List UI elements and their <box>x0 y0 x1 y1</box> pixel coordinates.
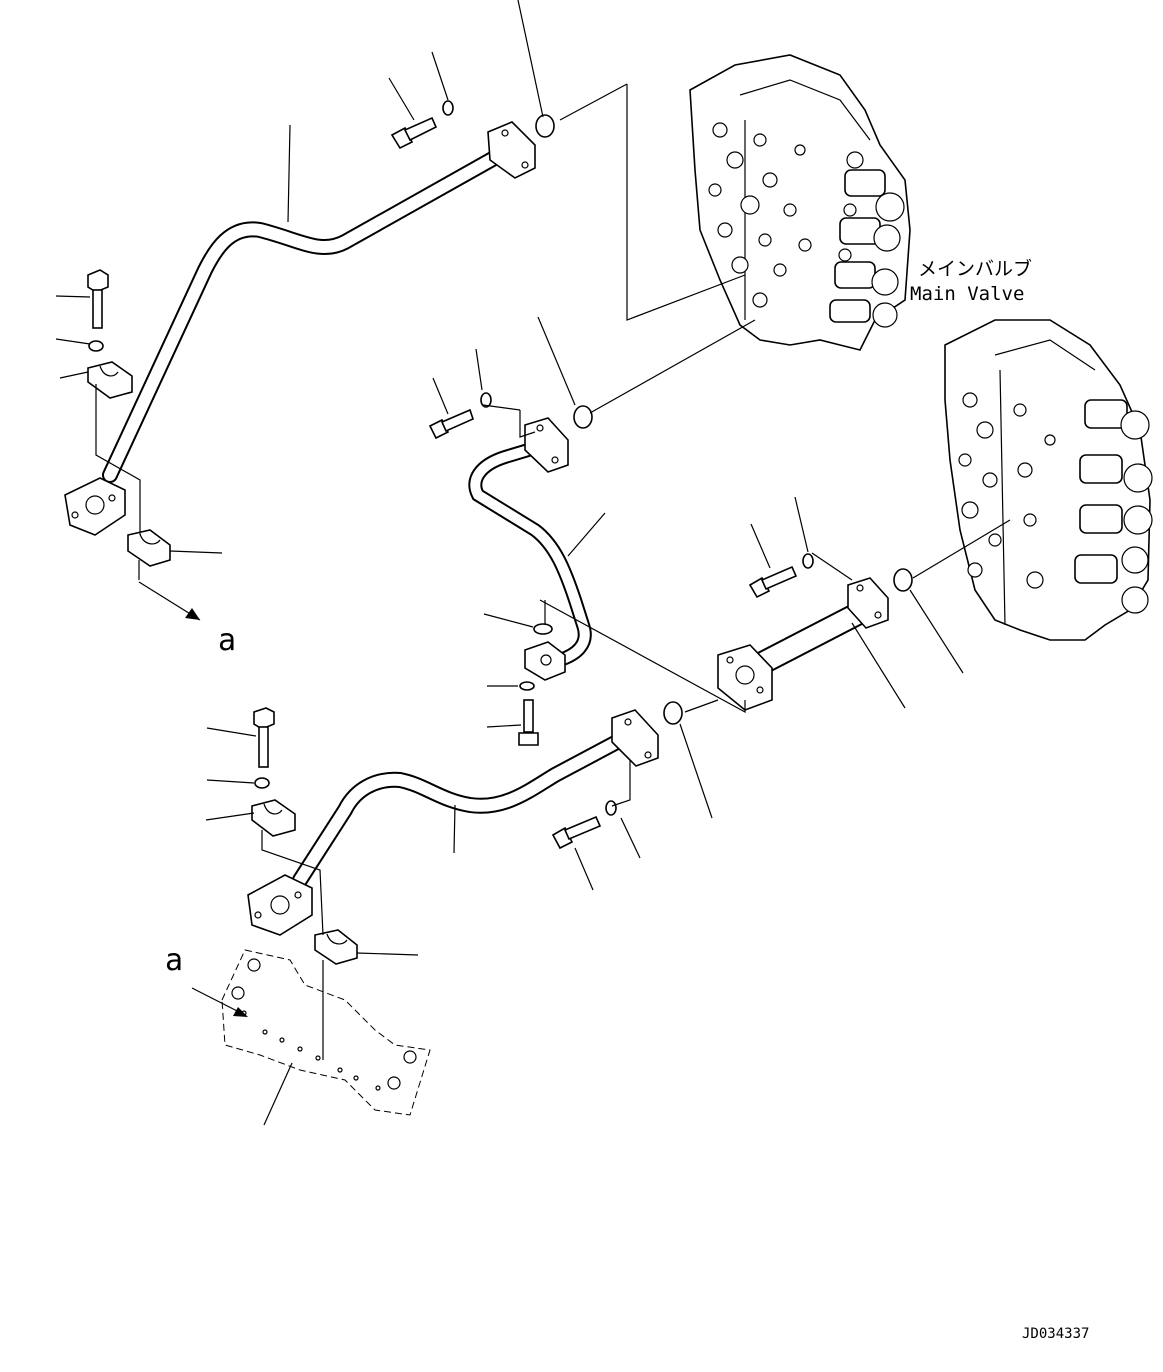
arrow-to-view-a <box>138 581 201 621</box>
bolt-lower-vertical <box>253 707 275 768</box>
tube-lower <box>292 727 638 888</box>
view-a-marker-bottom: a <box>165 943 183 978</box>
bolt-left-vertical <box>87 269 109 329</box>
washer-lower-left <box>254 777 270 789</box>
washer-upper <box>442 100 454 116</box>
washer-left <box>88 340 104 352</box>
o-ring-lower <box>663 701 683 725</box>
flange-straight-right <box>847 577 889 629</box>
leader-lines <box>55 0 1011 1126</box>
main-valve-upper <box>689 54 911 351</box>
flange-upper-right <box>487 121 536 179</box>
main-valve-label-en: Main Valve <box>910 283 1024 305</box>
clamp-lower-top <box>251 799 296 837</box>
o-ring-middle <box>573 405 593 429</box>
o-ring-right <box>893 568 913 592</box>
clamp-left-bottom <box>127 529 171 567</box>
main-valve-label-jp: メインバルブ <box>918 257 1032 280</box>
bolt-middle-vertical <box>518 699 539 746</box>
view-a-marker-top: a <box>218 623 236 658</box>
frame-bracket <box>221 949 431 1116</box>
flange-middle-bottom <box>524 641 566 681</box>
flange-lower-left <box>247 874 313 936</box>
washer-middle-low <box>519 681 535 691</box>
flange-lower-right <box>611 709 659 767</box>
bolt-lower <box>551 815 602 850</box>
o-ring-upper <box>535 114 555 138</box>
washer-right <box>802 553 814 569</box>
bolt-upper <box>390 116 438 150</box>
clamp-lower-bottom <box>314 929 358 965</box>
clamp-left-top <box>87 361 133 399</box>
flange-middle-top <box>524 417 569 473</box>
washer-lower <box>605 800 617 816</box>
flange-straight-left <box>717 644 773 711</box>
washer-middle <box>480 392 492 408</box>
arrow-from-view-a <box>191 987 248 1017</box>
bolt-right <box>748 565 798 599</box>
bolt-middle <box>428 408 474 440</box>
flange-upper-left <box>64 477 126 536</box>
main-valve-lower <box>944 319 1153 641</box>
tube-upper-left <box>102 144 513 483</box>
tube-middle <box>468 438 592 667</box>
drawing-number: JD034337 <box>1022 1326 1089 1342</box>
o-ring-middle-low <box>533 623 553 635</box>
